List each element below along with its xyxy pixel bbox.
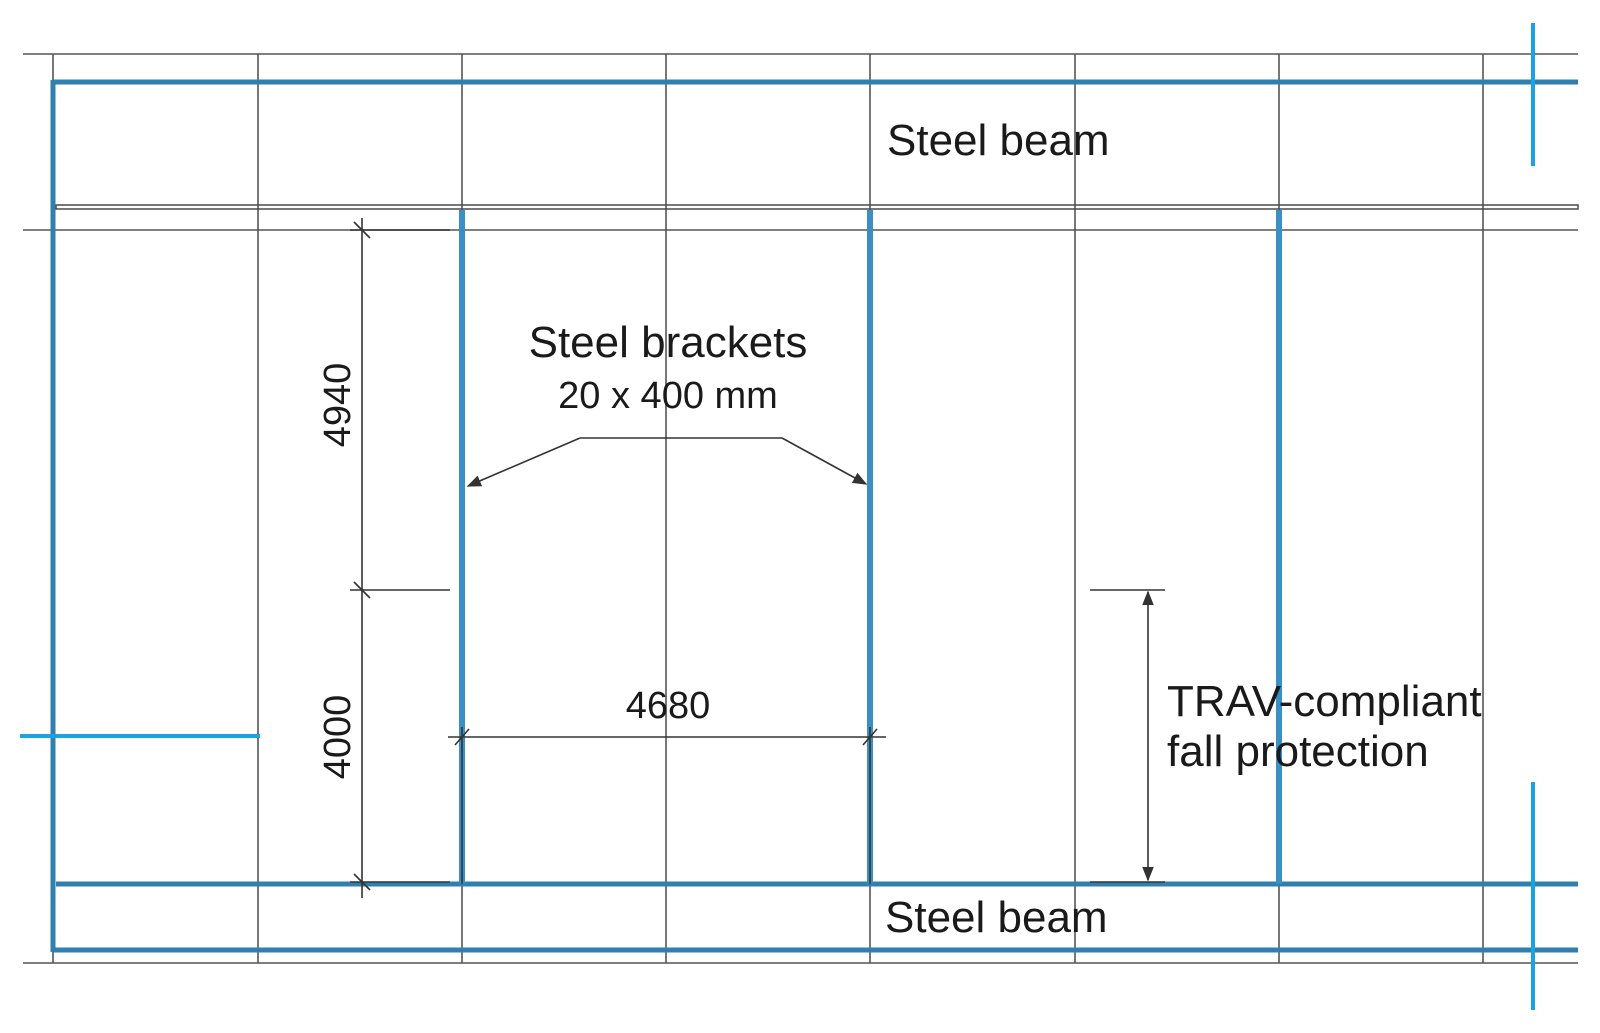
fall-protection-label-line1: TRAV-compliant	[1167, 677, 1482, 726]
steel-beam-bottom-label: Steel beam	[885, 893, 1108, 942]
grid-lines	[23, 53, 1578, 964]
steel-beam-bottom	[53, 881, 1578, 953]
axis-markers	[20, 23, 1535, 1010]
dimension-4940-label: 4940	[317, 363, 359, 448]
steel-brackets-title: Steel brackets	[529, 318, 808, 367]
bracket-leader-lines	[466, 437, 868, 487]
fall-protection-label-line2: fall protection	[1167, 727, 1429, 776]
vertical-dimension	[350, 218, 450, 898]
fall-protection-dimension	[1090, 589, 1165, 883]
dimension-4000-label: 4000	[317, 695, 359, 780]
steel-beam-top-label: Steel beam	[887, 116, 1110, 165]
dimension-4680-label: 4680	[626, 685, 711, 727]
steel-beam-top	[53, 79, 1579, 210]
steel-brackets-size: 20 x 400 mm	[558, 375, 778, 417]
horizontal-dimension	[448, 727, 886, 884]
